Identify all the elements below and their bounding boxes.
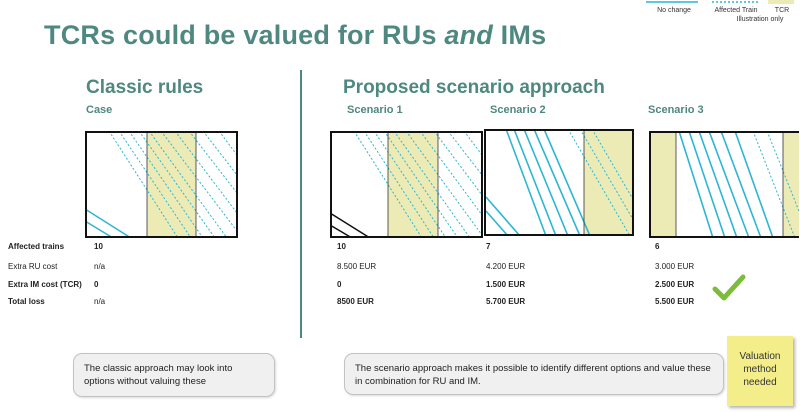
scenario-3-extra-im-cost: 2.500 EUR: [655, 280, 695, 289]
page-title: TCRs could be valued for RUs and IMs: [44, 20, 547, 50]
scenario-approach-callout: The scenario approach makes it possible …: [344, 353, 724, 395]
scenario-2-affected-trains: 7: [486, 242, 491, 251]
scenario-1-affected-trains: 10: [337, 242, 346, 251]
scenario-2-total-loss: 5.700 EUR: [486, 297, 526, 306]
legend-tcr: TCR: [774, 7, 790, 14]
legend-tcr-swatch: [768, 0, 794, 4]
scenario-3-extra-ru-cost: 3.000 EUR: [655, 262, 695, 271]
sticky-note: Valuation method needed: [727, 336, 793, 406]
scenario-2-diagram: [484, 129, 634, 236]
scenario-3-diagram: [649, 131, 799, 238]
row-label-extra-ru-cost: Extra RU cost: [8, 262, 58, 271]
classic-rules-heading: Classic rules: [86, 77, 204, 98]
legend-no-change-swatch: [646, 1, 698, 3]
legend-illustration-only: Illustration only: [736, 16, 784, 23]
row-label-affected-trains: Affected trains: [8, 242, 65, 251]
checkmark-icon: [712, 274, 746, 301]
scenario-1-extra-im-cost: 0: [337, 280, 342, 289]
legend-affected-train-swatch: [712, 1, 758, 3]
case-affected-trains: 10: [94, 242, 103, 251]
case-extra-ru-cost: n/a: [94, 262, 106, 271]
case-extra-im-cost: 0: [94, 280, 99, 289]
scenario-1-total-loss: 8500 EUR: [337, 297, 374, 306]
scenario-1-diagram: [330, 131, 483, 238]
legend-no-change: No change: [657, 7, 691, 14]
scenario-1-extra-ru-cost: 8.500 EUR: [337, 262, 377, 271]
section-divider: [300, 70, 302, 338]
scenario-2-extra-ru-cost: 4.200 EUR: [486, 262, 526, 271]
classic-approach-callout: The classic approach may look into optio…: [73, 353, 275, 397]
proposed-heading: Proposed scenario approach: [343, 77, 605, 98]
scenario-1-label: Scenario 1: [347, 104, 403, 116]
scenario-3-affected-trains: 6: [655, 242, 660, 251]
scenario-3-label: Scenario 3: [648, 104, 704, 116]
row-label-total-loss: Total loss: [8, 297, 45, 306]
scenario-2-label: Scenario 2: [490, 104, 546, 116]
legend-affected-train: Affected Train: [714, 7, 758, 14]
case-total-loss: n/a: [94, 297, 106, 306]
case-label: Case: [86, 104, 113, 116]
scenario-3-total-loss: 5.500 EUR: [655, 297, 695, 306]
row-label-extra-im-cost: Extra IM cost (TCR): [8, 280, 82, 289]
scenario-2-extra-im-cost: 1.500 EUR: [486, 280, 526, 289]
case-diagram: [85, 131, 238, 238]
